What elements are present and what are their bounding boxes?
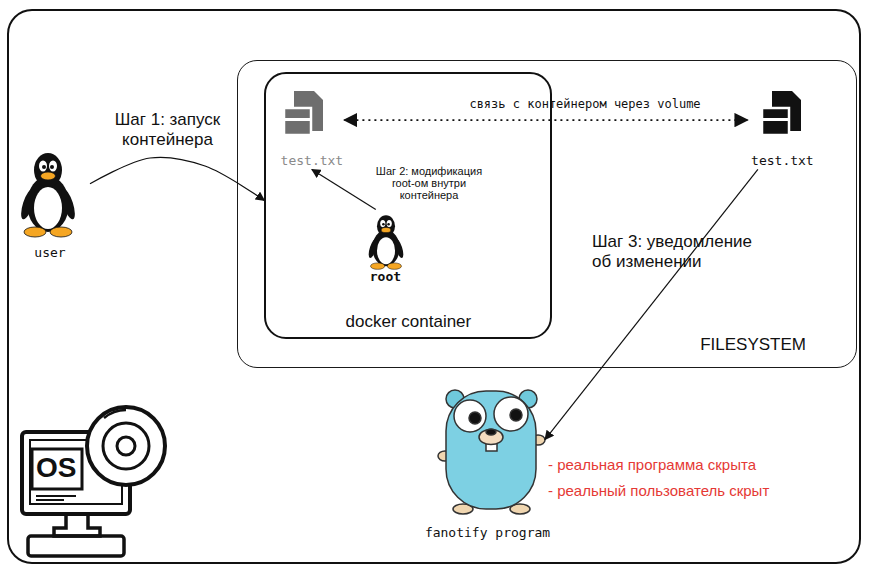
disc-ring xyxy=(103,423,149,469)
gopher-pupil xyxy=(510,409,522,421)
node-label: test.txt xyxy=(747,153,817,168)
file-icon-grey xyxy=(284,91,323,135)
file-node: test.txt xyxy=(279,84,344,169)
monitor-base xyxy=(28,536,124,556)
penguin-user xyxy=(18,153,77,237)
os-badge xyxy=(32,449,82,489)
icon-label: OS xyxy=(36,452,76,484)
node-label: docker container xyxy=(266,312,550,332)
node-label: FILESYSTEM xyxy=(700,335,806,355)
gopher-eye xyxy=(494,397,528,431)
gopher-pupil xyxy=(469,412,481,424)
step-arrow xyxy=(312,169,376,209)
file-icon-black xyxy=(762,91,801,135)
edge-label: связь с контейнером через volume xyxy=(435,97,735,111)
program-node: fanotify program xyxy=(430,383,545,540)
note-text: - реальный пользователь скрыт xyxy=(548,482,769,499)
file-sheet xyxy=(762,108,789,135)
step-arrow xyxy=(545,169,758,439)
os-frame xyxy=(8,10,860,563)
edge-label: Шаг 3: уведомление об изменении xyxy=(592,232,772,272)
monitor-stand xyxy=(54,514,100,536)
node-label: user xyxy=(10,245,90,260)
volume-link xyxy=(344,119,747,121)
container-box: docker container test.txt root xyxy=(264,72,552,339)
penguin-root xyxy=(367,215,405,269)
gopher-body xyxy=(446,391,536,509)
step-arrow xyxy=(90,157,264,200)
file-line xyxy=(284,118,311,121)
user-node: root xyxy=(361,209,409,284)
disc-hole xyxy=(117,437,135,455)
file-sheet xyxy=(284,108,311,135)
node-label: test.txt xyxy=(279,153,344,168)
disc-outer xyxy=(87,407,165,485)
disc-gleam xyxy=(104,410,126,418)
gopher-eye xyxy=(454,400,486,432)
user-node: user xyxy=(10,148,90,260)
gopher-muzzle xyxy=(479,430,503,445)
file-node: test.txt xyxy=(747,84,817,169)
screen-lines xyxy=(36,496,76,500)
gopher-mascot xyxy=(438,390,545,514)
gopher-nose xyxy=(486,429,496,435)
file-line xyxy=(762,118,789,121)
node-label: fanotify program xyxy=(425,525,550,540)
os-icon xyxy=(22,407,165,556)
node-label: root xyxy=(361,269,409,284)
note-text: - реальная программа скрыта xyxy=(548,456,756,473)
edge-label: Шаг 1: запуск контейнера xyxy=(100,110,235,150)
edge-label: Шаг 2: модификация root-ом внутри контей… xyxy=(368,165,490,201)
